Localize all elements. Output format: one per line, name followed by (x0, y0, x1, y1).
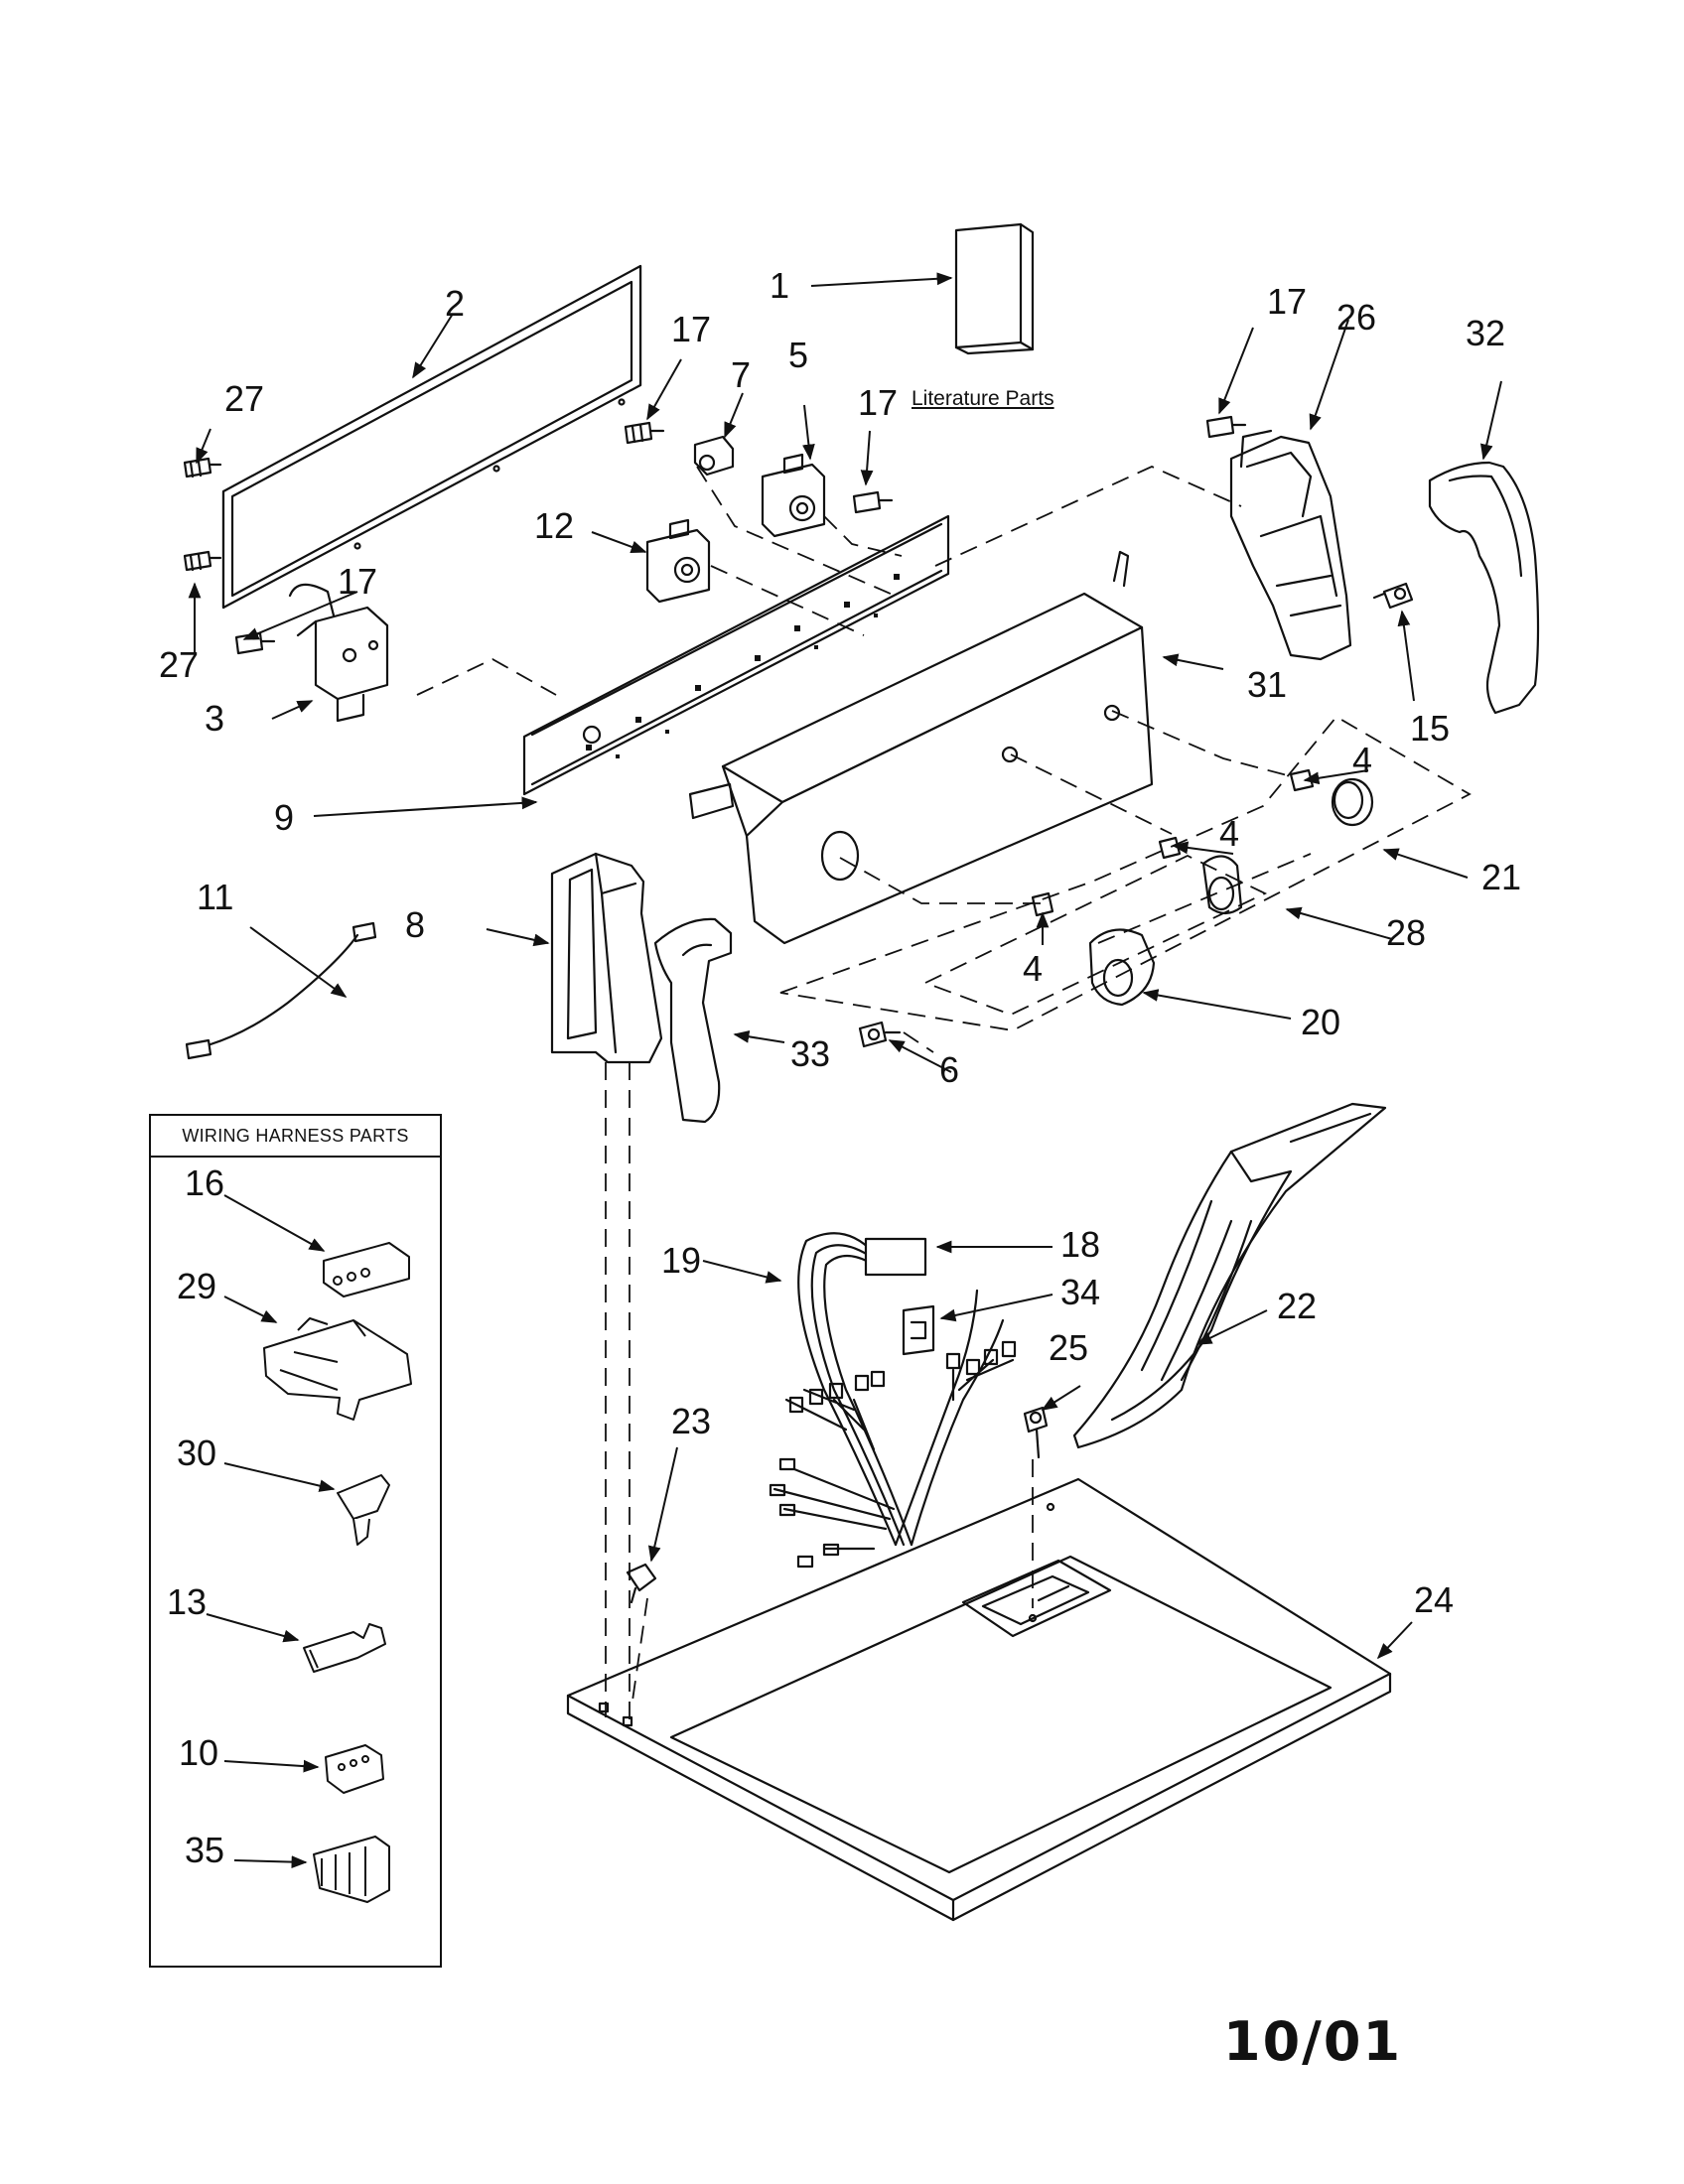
callout-15: 15 (1410, 708, 1451, 749)
callout-20: 20 (1301, 1002, 1341, 1042)
callout-13: 13 (167, 1581, 208, 1622)
harness-connector-16 (323, 1242, 410, 1297)
clip-part (693, 435, 735, 477)
callout-3: 3 (205, 698, 225, 739)
wiring-harness-part (769, 1232, 1017, 1569)
literature-book-part (954, 222, 1035, 355)
callout-16: 16 (185, 1162, 225, 1203)
end-cap-part (550, 852, 663, 1064)
switch-part (761, 453, 826, 538)
callout-21: 21 (1481, 857, 1522, 897)
harness-connector-10 (325, 1744, 384, 1794)
callout-34: 34 (1060, 1272, 1101, 1312)
date-code: 10/01 (1223, 2010, 1403, 2073)
literature-parts-label: Literature Parts (912, 387, 1054, 410)
top-panel-part (566, 1477, 1392, 1922)
screw-part (234, 631, 276, 655)
screw-part (624, 421, 665, 445)
callout-28: 28 (1386, 912, 1427, 953)
callout-30: 30 (177, 1433, 217, 1473)
callout-17: 17 (1267, 281, 1308, 322)
connector-part (902, 1304, 935, 1356)
switch-part (645, 518, 711, 604)
callout-12: 12 (534, 505, 575, 546)
wire-lead-part (185, 921, 377, 1060)
end-trim-part (1428, 461, 1540, 715)
callout-11: 11 (197, 877, 234, 917)
knob-part (1289, 768, 1374, 827)
harness-connector-29 (263, 1317, 412, 1421)
callout-31: 31 (1247, 664, 1288, 705)
callout-7: 7 (731, 354, 752, 395)
terminal-block-part (288, 583, 389, 723)
callout-26: 26 (1336, 297, 1377, 338)
callout-33: 33 (790, 1033, 831, 1074)
harness-terminal-13 (303, 1623, 386, 1673)
screw-part (1205, 415, 1247, 439)
callout-32: 32 (1466, 313, 1506, 353)
callout-4: 4 (1023, 948, 1044, 989)
callout-19: 19 (661, 1240, 702, 1281)
callout-27: 27 (224, 378, 265, 419)
callout-17: 17 (338, 561, 378, 602)
callout-29: 29 (177, 1266, 217, 1306)
end-cap-part (1229, 429, 1352, 661)
console-bracket-part (522, 514, 950, 796)
clip-part (626, 1563, 657, 1604)
callout-5: 5 (788, 335, 809, 375)
callout-1: 1 (770, 265, 790, 306)
callout-24: 24 (1414, 1579, 1455, 1620)
screw-part (1372, 582, 1414, 610)
knob-part (1031, 891, 1156, 1007)
screw-part (858, 1021, 902, 1048)
wiring-harness-parts-box: WIRING HARNESS PARTS (149, 1114, 442, 1968)
callout-18: 18 (1060, 1224, 1101, 1265)
screw-part (852, 490, 894, 514)
callout-8: 8 (405, 904, 426, 945)
callout-9: 9 (274, 797, 295, 838)
callout-2: 2 (445, 283, 466, 324)
callout-27: 27 (159, 644, 200, 685)
callout-35: 35 (185, 1830, 225, 1870)
callout-25: 25 (1049, 1327, 1089, 1368)
grille-part (1072, 1102, 1387, 1449)
screw-part (183, 457, 222, 478)
screw-part (183, 550, 222, 572)
callout-17: 17 (858, 382, 899, 423)
callout-4: 4 (1352, 740, 1373, 780)
harness-box-title: WIRING HARNESS PARTS (151, 1116, 440, 1158)
harness-connector-35 (313, 1836, 390, 1903)
callout-10: 10 (179, 1732, 219, 1773)
callout-6: 6 (939, 1049, 960, 1090)
control-console-part (688, 550, 1154, 945)
callout-17: 17 (671, 309, 712, 349)
callout-22: 22 (1277, 1286, 1318, 1326)
harness-connector-30 (337, 1474, 390, 1546)
callout-4: 4 (1219, 813, 1240, 854)
rear-panel-part (221, 264, 642, 610)
knob-part (1158, 836, 1243, 915)
screw-part (1023, 1406, 1049, 1459)
end-trim-part (653, 917, 733, 1124)
callout-23: 23 (671, 1401, 712, 1441)
